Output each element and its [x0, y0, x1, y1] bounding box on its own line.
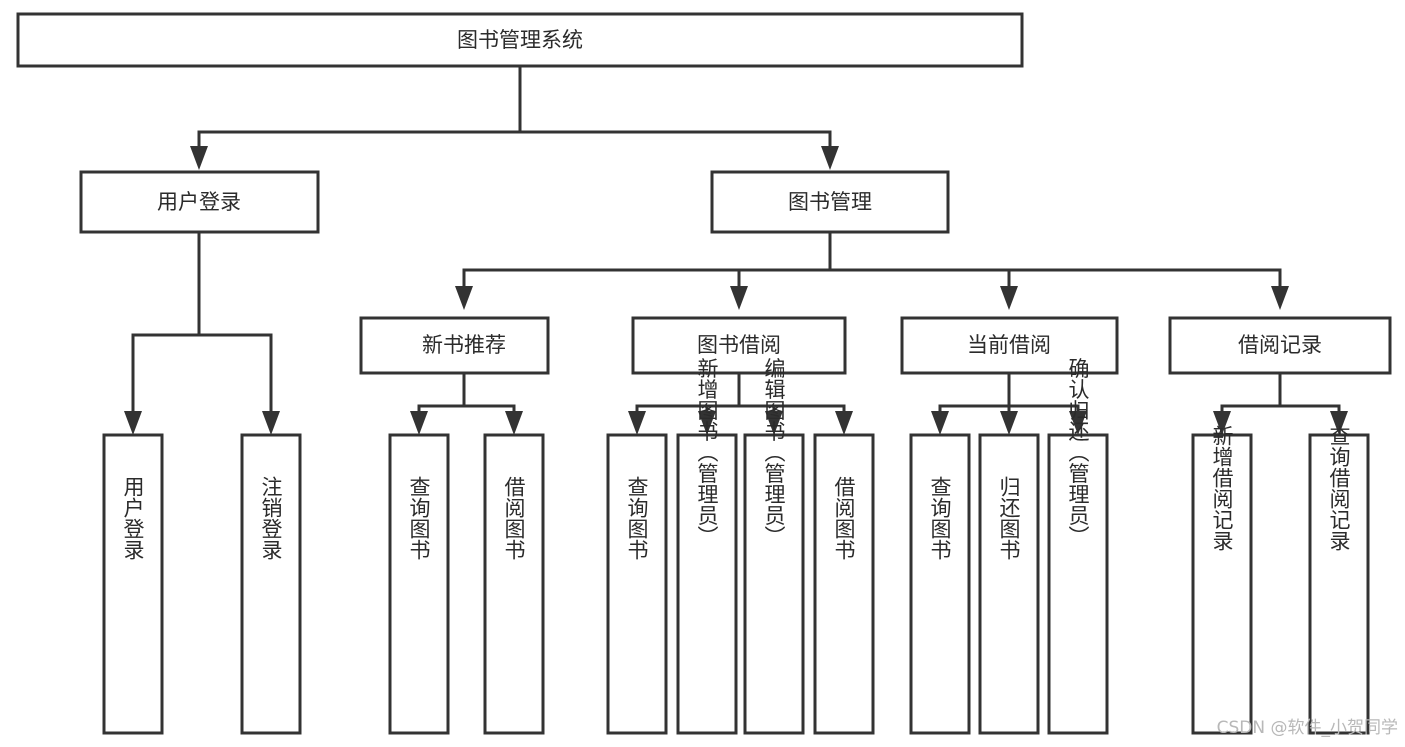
- leaf-node-query-book-b[interactable]: 查询图书: [606, 433, 668, 735]
- leaf-query-book-c-box[interactable]: [909, 433, 971, 735]
- leaf-query-book-b-label: 查询图书: [625, 476, 649, 560]
- node-borrow-record[interactable]: 借阅记录: [1168, 316, 1392, 375]
- arrow-to-leaf-return-book: [1000, 411, 1018, 435]
- leaf-borrow-book-b-label: 借阅图书: [832, 476, 856, 560]
- arrow-to-leaf-borrow-book-b: [835, 411, 853, 435]
- leaf-return-book-box[interactable]: [978, 433, 1040, 735]
- leaf-borrow-book-a-box[interactable]: [483, 433, 545, 735]
- leaf-user-login-label: 用户登录: [121, 476, 145, 560]
- leaf-node-edit-book[interactable]: 编辑图书（管理员）: [743, 358, 805, 735]
- leaf-add-book-label: 新增图书（管理员）: [695, 358, 719, 547]
- node-new-book-recommend[interactable]: 新书推荐: [359, 316, 550, 375]
- leaf-logout-box[interactable]: [240, 433, 302, 735]
- leaf-borrow-book-a-label: 借阅图书: [502, 476, 526, 560]
- arrow-to-leaf-query-book-a: [410, 411, 428, 435]
- leaf-node-add-record[interactable]: 新增借阅记录: [1191, 425, 1253, 735]
- connector-borrow-record-to-leaves: [1213, 371, 1348, 435]
- node-user-login[interactable]: 用户登录: [79, 170, 320, 234]
- leaf-node-user-login[interactable]: 用户登录: [102, 433, 164, 735]
- leaf-query-book-a-label: 查询图书: [407, 476, 431, 560]
- connector-current-borrow-to-leaves: [931, 371, 1087, 435]
- root-label: 图书管理系统: [457, 28, 583, 52]
- node-book-management[interactable]: 图书管理: [710, 170, 950, 234]
- leaf-query-book-b-box[interactable]: [606, 433, 668, 735]
- borrow-record-label: 借阅记录: [1238, 333, 1322, 357]
- connector-book-management-to-level3: [455, 230, 1289, 310]
- book-borrow-label: 图书借阅: [697, 333, 781, 357]
- arrow-to-user-login: [190, 146, 208, 170]
- connector-new-book-recommend-to-leaves: [410, 371, 523, 435]
- leaf-query-book-a-box[interactable]: [388, 433, 450, 735]
- user-login-label: 用户登录: [157, 190, 241, 214]
- arrow-to-leaf-user-login: [124, 411, 142, 435]
- leaf-node-borrow-book-b[interactable]: 借阅图书: [813, 433, 875, 735]
- leaf-add-record-label: 新增借阅记录: [1210, 425, 1234, 551]
- leaf-node-add-book[interactable]: 新增图书（管理员）: [676, 358, 738, 735]
- leaf-logout-label: 注销登录: [259, 476, 283, 560]
- arrow-to-book-management: [821, 146, 839, 170]
- arrow-to-book-borrow: [730, 286, 748, 310]
- leaf-node-return-book[interactable]: 归还图书: [978, 433, 1040, 735]
- leaf-add-record-box[interactable]: [1191, 433, 1253, 735]
- arrow-to-leaf-query-book-b: [628, 411, 646, 435]
- arrow-to-new-book-recommend: [455, 286, 473, 310]
- leaf-query-record-label: 查询借阅记录: [1327, 425, 1351, 551]
- leaf-borrow-book-b-box[interactable]: [813, 433, 875, 735]
- leaf-node-query-book-c[interactable]: 查询图书: [909, 433, 971, 735]
- arrow-to-leaf-borrow-book-a: [505, 411, 523, 435]
- arrow-to-borrow-record: [1271, 286, 1289, 310]
- leaf-confirm-return-label: 确认归还（管理员）: [1066, 358, 1090, 547]
- leaf-edit-book-label: 编辑图书（管理员）: [762, 358, 786, 547]
- connector-root-to-level2: [190, 64, 839, 170]
- leaf-user-login-box[interactable]: [102, 433, 164, 735]
- new-book-recommend-label: 新书推荐: [422, 333, 506, 357]
- arrow-to-leaf-query-book-c: [931, 411, 949, 435]
- leaf-query-record-box[interactable]: [1308, 433, 1370, 735]
- current-borrow-label: 当前借阅: [967, 333, 1051, 357]
- leaf-node-logout[interactable]: 注销登录: [240, 433, 302, 735]
- leaf-node-borrow-book-a[interactable]: 借阅图书: [483, 433, 545, 735]
- leaf-edit-book-box[interactable]: [743, 433, 805, 735]
- leaf-node-query-book-a[interactable]: 查询图书: [388, 433, 450, 735]
- leaf-node-query-record[interactable]: 查询借阅记录: [1308, 425, 1370, 735]
- user-login-box[interactable]: [79, 170, 320, 234]
- node-book-borrow[interactable]: 图书借阅: [631, 316, 847, 375]
- csdn-watermark: CSDN @软件_小贺同学: [1217, 718, 1398, 738]
- arrow-to-leaf-logout: [262, 411, 280, 435]
- borrow-record-box[interactable]: [1168, 316, 1392, 375]
- leaf-return-book-label: 归还图书: [997, 476, 1021, 560]
- leaf-confirm-return-box[interactable]: [1047, 433, 1109, 735]
- root-box[interactable]: [16, 12, 1024, 68]
- connector-user-login-to-leaves: [124, 230, 280, 435]
- node-root[interactable]: 图书管理系统: [16, 12, 1024, 68]
- new-book-recommend-box[interactable]: [359, 316, 550, 375]
- leaf-query-book-c-label: 查询图书: [928, 476, 952, 560]
- connector-book-borrow-to-leaves: [628, 371, 853, 435]
- arrow-to-current-borrow: [1000, 286, 1018, 310]
- current-borrow-box[interactable]: [900, 316, 1119, 375]
- leaf-node-confirm-return[interactable]: 确认归还（管理员）: [1047, 358, 1109, 735]
- book-management-label: 图书管理: [788, 190, 872, 214]
- node-current-borrow[interactable]: 当前借阅: [900, 316, 1119, 375]
- leaf-add-book-box[interactable]: [676, 433, 738, 735]
